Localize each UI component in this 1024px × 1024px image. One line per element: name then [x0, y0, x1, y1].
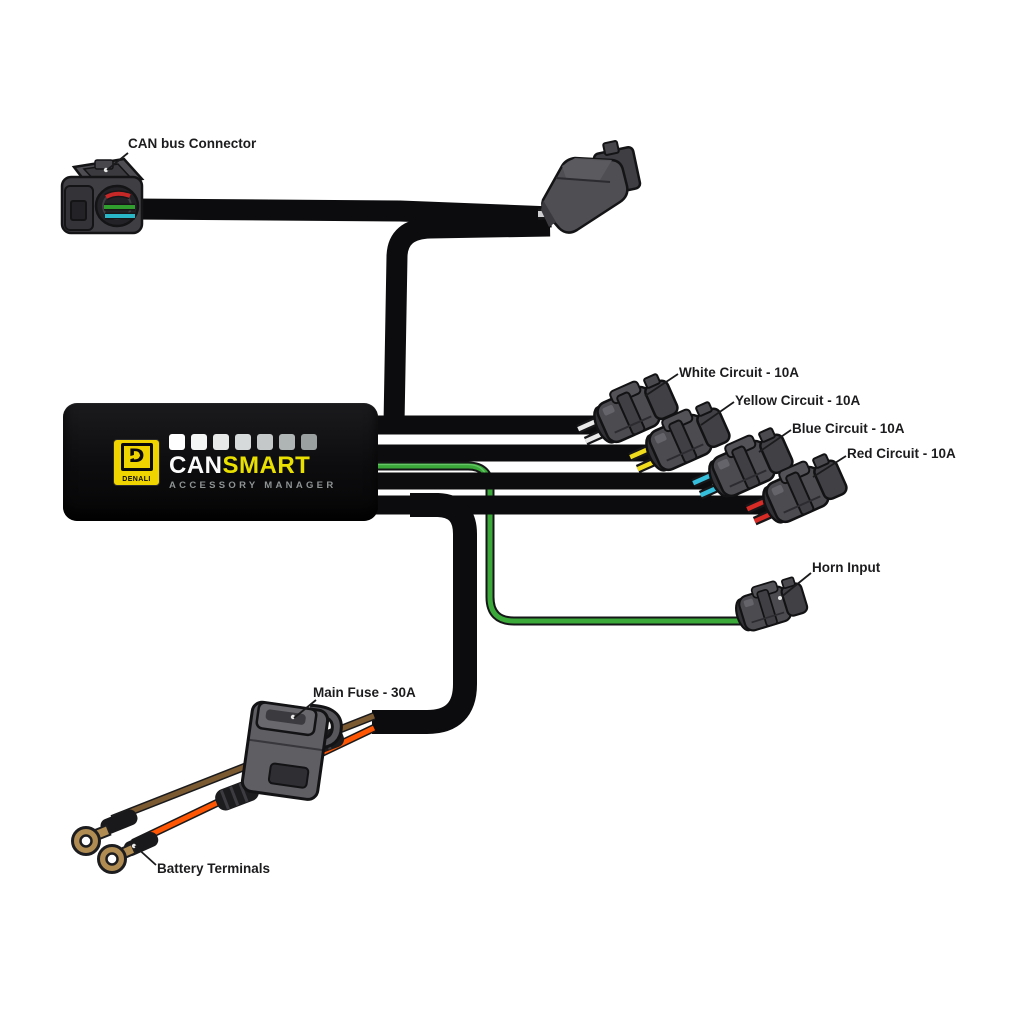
power-cable [372, 493, 477, 734]
indicator-light [279, 433, 295, 450]
denali-brand-text: DENALI [122, 475, 151, 483]
can-bus-connector [60, 157, 145, 235]
indicator-light [301, 433, 317, 450]
indicator-light [213, 433, 229, 450]
battery-terminal-orange [97, 832, 159, 874]
battery-terminal-brown [71, 809, 138, 856]
controller-to-diagnostic-cable [383, 215, 551, 425]
indicator-light [169, 433, 185, 450]
cansmart-controller: D DENALI CANSMART ACCESSORY MANAGER [63, 403, 378, 521]
accessory-manager-subtitle: ACCESSORY MANAGER [169, 479, 337, 491]
indicator-light [257, 433, 273, 450]
diagnostic-connector [538, 140, 642, 234]
denali-monogram-icon: D [120, 442, 153, 471]
label-battery-terminals: Battery Terminals [157, 861, 271, 876]
indicator-light [191, 433, 207, 450]
label-red-circuit: Red Circuit - 10A [847, 446, 956, 461]
label-horn-input: Horn Input [812, 560, 881, 575]
blue-circuit-connector [691, 422, 798, 503]
indicator-lights [169, 433, 336, 450]
red-circuit-connector [745, 448, 852, 529]
cansmart-logo: D DENALI CANSMART ACCESSORY MANAGER [113, 433, 337, 491]
label-blue-circuit: Blue Circuit - 10A [792, 421, 905, 436]
label-yellow-circuit: Yellow Circuit - 10A [735, 393, 861, 408]
wordmark-can: CAN [169, 451, 223, 479]
can-bus-wires [104, 190, 135, 220]
can-bus-cable [132, 198, 553, 228]
cansmart-wordmark: CANSMART [169, 451, 336, 479]
indicator-light [235, 433, 251, 450]
yellow-circuit-connector [628, 396, 735, 477]
main-fuse-holder [215, 700, 345, 811]
label-main-fuse: Main Fuse - 30A [313, 685, 416, 700]
label-white-circuit: White Circuit - 10A [679, 365, 800, 380]
leader-dot [778, 596, 782, 600]
wordmark-smart: SMART [222, 451, 311, 479]
white-circuit-connector [576, 368, 683, 449]
leader-lines [106, 152, 847, 866]
logo-text-block: CANSMART ACCESSORY MANAGER [169, 433, 337, 491]
label-can-bus-connector: CAN bus Connector [128, 136, 257, 151]
denali-badge: D DENALI [113, 438, 160, 486]
